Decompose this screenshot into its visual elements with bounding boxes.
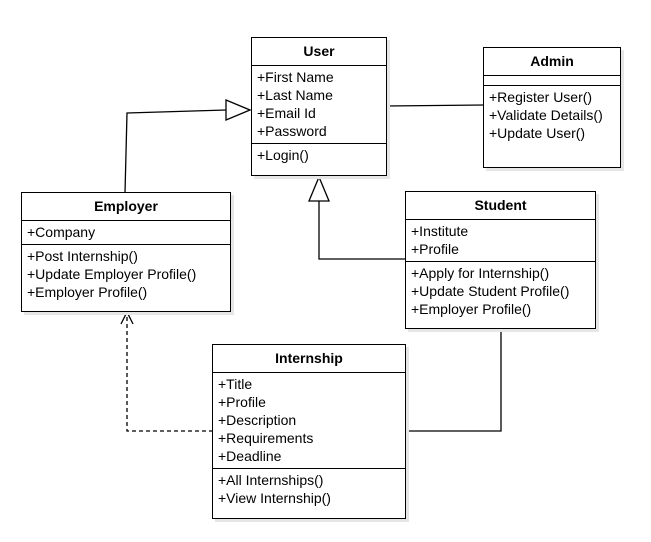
method: +Login() <box>257 147 309 163</box>
attribute: +Institute <box>411 223 469 239</box>
class-employer-title: Employer <box>22 193 230 221</box>
attribute: +Profile <box>218 394 266 410</box>
student-internship-association-line <box>405 330 501 431</box>
method: +Post Internship() <box>27 248 138 264</box>
attribute: +Title <box>218 376 253 392</box>
class-employer-attributes: +Company <box>22 221 230 245</box>
class-admin-title: Admin <box>484 48 620 76</box>
class-internship[interactable]: Internship +Title +Profile +Description … <box>212 344 406 519</box>
method: +Update User() <box>489 125 586 141</box>
method: +Employer Profile() <box>27 284 148 300</box>
generalization-arrowhead-employer <box>225 99 252 121</box>
class-employer[interactable]: Employer +Company +Post Internship() +Up… <box>21 192 231 312</box>
class-internship-methods: +All Internships() +View Internship() <box>213 469 405 510</box>
method: +Validate Details() <box>489 107 603 123</box>
class-student[interactable]: Student +Institute +Profile +Apply for I… <box>405 191 596 329</box>
class-user-attributes: +First Name +Last Name +Email Id +Passwo… <box>252 66 386 144</box>
method: +Employer Profile() <box>411 301 532 317</box>
attribute: +First Name <box>257 69 334 85</box>
class-student-title: Student <box>406 192 595 220</box>
class-student-attributes: +Institute +Profile <box>406 220 595 262</box>
class-admin-attributes <box>484 76 620 86</box>
attribute: +Description <box>218 412 297 428</box>
class-admin[interactable]: Admin +Register User() +Validate Details… <box>483 47 621 168</box>
generalization-arrowhead-student <box>308 175 330 202</box>
class-internship-attributes: +Title +Profile +Description +Requiremen… <box>213 373 405 469</box>
method: +Update Student Profile() <box>411 283 570 299</box>
class-user-title: User <box>252 38 386 66</box>
class-admin-methods: +Register User() +Validate Details() +Up… <box>484 86 620 145</box>
attribute: +Password <box>257 123 327 139</box>
method: +Register User() <box>489 89 593 105</box>
method: +Update Employer Profile() <box>27 266 197 282</box>
student-user-generalization-line <box>319 201 406 259</box>
method: +View Internship() <box>218 490 331 506</box>
attribute: +Requirements <box>218 430 314 446</box>
user-admin-association-line <box>386 105 484 106</box>
attribute: +Email Id <box>257 105 316 121</box>
method: +All Internships() <box>218 472 324 488</box>
class-employer-methods: +Post Internship() +Update Employer Prof… <box>22 245 230 304</box>
class-user-methods: +Login() <box>252 144 386 167</box>
class-internship-title: Internship <box>213 345 405 373</box>
employer-user-generalization-line <box>125 110 226 193</box>
class-student-methods: +Apply for Internship() +Update Student … <box>406 262 595 321</box>
dependency-arrowhead <box>121 312 133 324</box>
attribute: +Last Name <box>257 87 333 103</box>
method: +Apply for Internship() <box>411 265 550 281</box>
attribute: +Company <box>27 224 96 240</box>
attribute: +Profile <box>411 241 459 257</box>
attribute: +Deadline <box>218 448 282 464</box>
internship-employer-dependency-line <box>127 314 213 431</box>
class-user[interactable]: User +First Name +Last Name +Email Id +P… <box>251 37 387 176</box>
